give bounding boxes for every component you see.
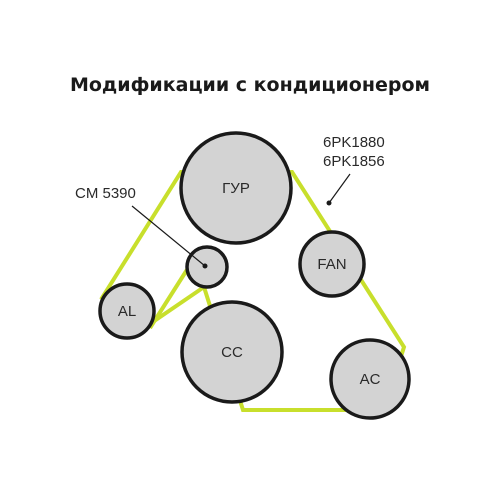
pulley-al: AL — [98, 282, 156, 340]
belt-leader-line — [328, 173, 351, 204]
belt-callout-label-2: 6PK1856 — [323, 153, 385, 170]
belt-inner-segment — [148, 263, 192, 330]
belt-callout-label-1: 6PK1880 — [323, 134, 385, 151]
belt-leader-dot — [326, 200, 332, 206]
pulley-gur: ГУР — [179, 131, 293, 245]
pulley-fan-label: FAN — [317, 256, 346, 273]
diagram-title: Модификации с кондиционером — [69, 74, 431, 96]
pulley-gur-label: ГУР — [222, 180, 250, 197]
pulley-cc-label: CC — [221, 344, 243, 361]
pulley-cc: CC — [180, 300, 284, 404]
tensioner-callout-label: CM 5390 — [75, 185, 136, 202]
tensioner-leader-dot — [202, 263, 208, 269]
pulley-ac: AC — [329, 338, 411, 420]
pulley-ac-label: AC — [360, 371, 381, 388]
tensioner-leader-line — [131, 205, 206, 267]
pulley-fan: FAN — [298, 230, 366, 298]
pulley-al-label: AL — [118, 303, 136, 320]
